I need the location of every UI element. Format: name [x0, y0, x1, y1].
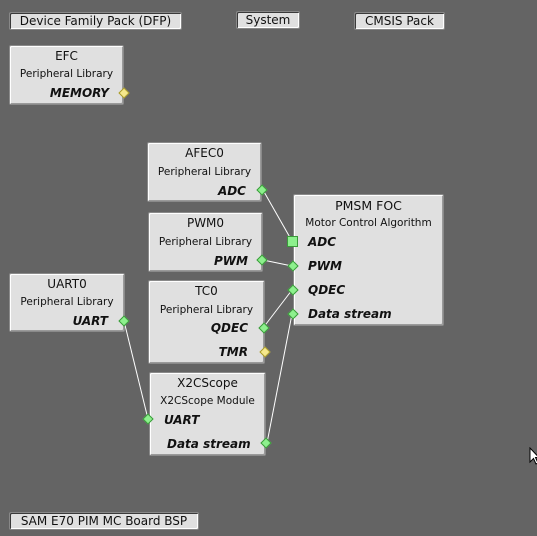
component-subtitle: Peripheral Library — [19, 68, 114, 80]
component-uart0[interactable]: UART0 Peripheral Library UART — [9, 273, 125, 332]
component-subtitle: Peripheral Library — [159, 304, 254, 316]
wire-uart[interactable] — [123, 320, 149, 420]
adc-pin-selected-icon[interactable] — [287, 236, 298, 247]
component-title: X2CScope — [177, 376, 238, 390]
component-subtitle: Peripheral Library — [158, 236, 253, 248]
mouse-cursor-icon — [529, 447, 537, 465]
wire-adc[interactable] — [262, 189, 293, 242]
component-title: PMSM FOC — [335, 198, 402, 213]
port-adc-label: ADC — [308, 235, 337, 249]
component-pmsm-foc[interactable]: PMSM FOC Motor Control Algorithm ADC PWM… — [293, 194, 444, 326]
port-qdec-label: QDEC — [210, 321, 248, 335]
component-title: UART0 — [47, 277, 87, 291]
component-title: AFEC0 — [185, 146, 224, 160]
port-uart-label: UART — [164, 413, 200, 427]
port-uart-label: UART — [72, 314, 108, 328]
component-afec0[interactable]: AFEC0 Peripheral Library ADC — [147, 142, 262, 202]
port-adc-label: ADC — [217, 184, 246, 198]
wire-data-stream[interactable] — [266, 313, 293, 444]
port-data-stream-label: Data stream — [308, 307, 392, 321]
tab-board-bsp[interactable]: SAM E70 PIM MC Board BSP — [9, 512, 199, 530]
port-pwm-label: PWM — [308, 259, 342, 273]
tab-cmsis-pack[interactable]: CMSIS Pack — [354, 12, 445, 30]
component-subtitle: Peripheral Library — [20, 296, 114, 308]
component-subtitle: X2CScope Module — [160, 395, 255, 407]
port-tmr-label: TMR — [218, 345, 248, 359]
component-tc0[interactable]: TC0 Peripheral Library QDEC TMR — [148, 280, 265, 364]
tab-system[interactable]: System — [236, 11, 300, 29]
port-qdec-label: QDEC — [308, 283, 346, 297]
component-x2cscope[interactable]: X2CScope X2CScope Module UART Data strea… — [149, 372, 266, 456]
wire-qdec[interactable] — [262, 289, 293, 329]
component-title: TC0 — [195, 284, 218, 298]
wire-pwm[interactable] — [262, 259, 293, 267]
port-data-stream-label: Data stream — [167, 437, 251, 451]
component-subtitle: Motor Control Algorithm — [305, 217, 432, 229]
component-efc[interactable]: EFC Peripheral Library MEMORY — [9, 45, 124, 105]
component-subtitle: Peripheral Library — [157, 166, 252, 178]
component-pwm0[interactable]: PWM0 Peripheral Library PWM — [148, 212, 263, 272]
tab-device-family-pack[interactable]: Device Family Pack (DFP) — [9, 12, 182, 30]
port-memory-label: MEMORY — [49, 86, 109, 100]
component-title: PWM0 — [186, 216, 225, 230]
port-pwm-label: PWM — [214, 254, 248, 268]
component-title: EFC — [55, 49, 78, 63]
